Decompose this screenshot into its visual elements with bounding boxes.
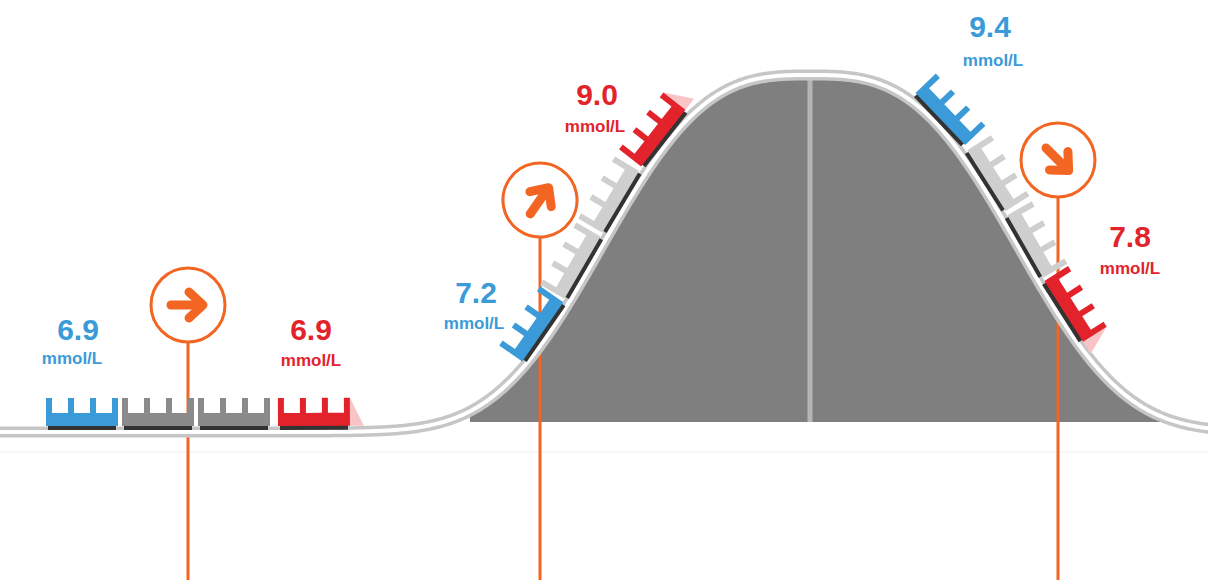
- leader-line: [187, 343, 190, 580]
- car-body: [1007, 201, 1067, 277]
- glucose-value: 9.0: [576, 80, 618, 110]
- glucose-value: 7.8: [1109, 222, 1151, 252]
- coaster-car: [578, 157, 642, 235]
- trend-arrow-head: [189, 292, 203, 318]
- trend-arrow-shaft: [1046, 148, 1067, 169]
- car-body: [198, 398, 270, 426]
- trend-falling-icon: [984, 86, 1132, 234]
- car-body: [916, 74, 986, 145]
- coaster-car: [122, 398, 194, 430]
- car-body: [578, 157, 639, 233]
- coaster-car: [913, 74, 986, 148]
- trend-rising-icon: [488, 148, 591, 251]
- car-body: [967, 135, 1029, 211]
- car-body: [122, 398, 194, 426]
- trend-circle: [1021, 123, 1095, 197]
- track-rail: [0, 75, 1208, 432]
- glucose-value: 6.9: [290, 315, 332, 345]
- leader-lines: [188, 198, 1058, 580]
- coaster-car: [46, 398, 118, 430]
- car-body: [1044, 266, 1106, 342]
- trend-circle: [488, 148, 591, 251]
- trend-arrow-head: [530, 180, 559, 206]
- unit-label: mmol/L: [963, 52, 1023, 69]
- car-body: [619, 92, 685, 166]
- hill-divider: [808, 80, 813, 422]
- coaster-car: [1004, 201, 1068, 279]
- unit-label: mmol/L: [565, 118, 625, 135]
- unit-label: mmol/L: [42, 350, 102, 367]
- glucose-value: 9.4: [969, 12, 1011, 42]
- track-rail-inner: [0, 75, 1208, 432]
- track-group: [0, 75, 1208, 432]
- coaster-car: [1041, 266, 1114, 356]
- trend-arrow-head: [1050, 152, 1078, 180]
- trend-circle: [151, 268, 225, 342]
- coaster-car: [619, 81, 697, 168]
- car-body: [499, 286, 563, 361]
- motion-trail: [350, 398, 364, 426]
- trend-icons: [151, 86, 1132, 342]
- coaster-car: [278, 398, 364, 430]
- unit-label: mmol/L: [444, 315, 504, 332]
- car-body: [46, 398, 118, 426]
- trend-steady-icon: [151, 268, 225, 342]
- coaster-car: [964, 135, 1030, 213]
- cars-group: [46, 74, 1114, 430]
- glucose-value: 7.2: [455, 278, 497, 308]
- car-body: [278, 398, 350, 426]
- coaster-car: [499, 286, 566, 363]
- glucose-value: 6.9: [57, 315, 99, 345]
- unit-label: mmol/L: [281, 352, 341, 369]
- unit-label: mmol/L: [1100, 260, 1160, 277]
- coaster-car: [198, 398, 270, 430]
- ground-line: [0, 452, 1208, 453]
- leader-line: [1057, 198, 1060, 580]
